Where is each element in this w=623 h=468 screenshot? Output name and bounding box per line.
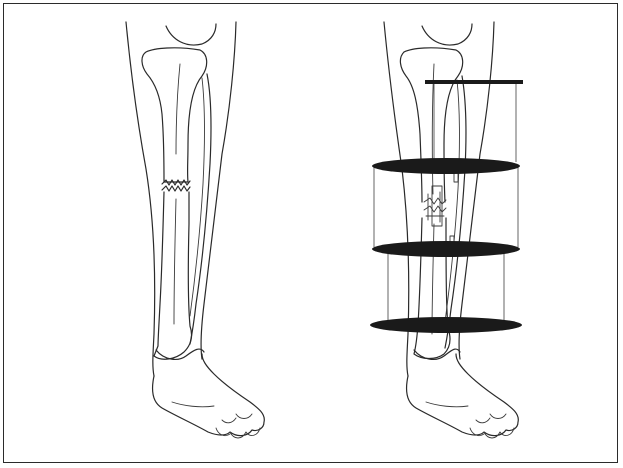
fixator-top-bar [425, 80, 523, 84]
right-leg-outline-medial [459, 22, 494, 359]
right-leg-fixator-illustration [370, 22, 523, 438]
left-ankle-bones [156, 349, 204, 359]
right-fracture-fixation-detail [424, 192, 446, 222]
left-foot-toes [216, 414, 260, 438]
left-fibula [190, 74, 211, 344]
left-leg-outline-medial [201, 22, 236, 359]
left-leg-outline-lateral [126, 22, 155, 376]
left-foot-outline [153, 354, 265, 436]
right-fibula-inner [445, 80, 459, 322]
right-foot-arch [426, 402, 468, 407]
fixator-ring-middle [372, 241, 520, 257]
fixator-ring-upper [372, 158, 520, 174]
left-knee-contour [166, 24, 216, 45]
right-foot-toes [470, 414, 514, 438]
left-tibia-lower-fragment [154, 192, 192, 359]
right-fracture-plate [432, 186, 442, 226]
right-foot-outline [407, 354, 519, 436]
leg-illustrations [4, 4, 616, 461]
illustration-frame [3, 3, 618, 463]
left-foot-arch [172, 402, 214, 407]
left-leg-fracture-illustration [126, 22, 264, 438]
fixator-ring-lower [370, 317, 522, 333]
left-tibia-upper-inner-line [176, 64, 180, 154]
left-tibia-upper-fragment [142, 48, 207, 182]
left-tibia-lower-inner-line [174, 199, 176, 324]
right-fibula [445, 76, 466, 348]
right-tibia-lower [414, 218, 450, 359]
left-fracture-line-lower [162, 186, 190, 191]
left-fibula-inner [190, 78, 204, 316]
right-knee-contour [422, 24, 472, 45]
